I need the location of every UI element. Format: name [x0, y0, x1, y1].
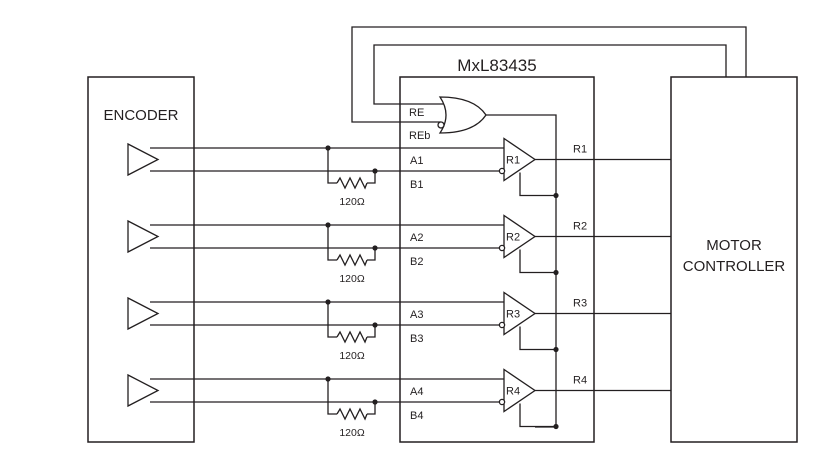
res-4-right-lead: [367, 402, 376, 415]
driver-1-triangle: [127, 142, 160, 177]
receiver-1-label: R1: [506, 155, 520, 167]
output-r2-label: R2: [573, 221, 587, 233]
driver-4-triangle: [127, 373, 160, 408]
receiver-2-label: R2: [506, 232, 520, 244]
junction-b1-dot: [372, 168, 378, 174]
res-3-left-lead: [327, 302, 337, 338]
res-4-left-lead: [327, 379, 337, 415]
enable-3-junction-dot: [553, 346, 559, 353]
enable-4-junction-dot: [553, 423, 559, 430]
res-3-right-lead: [367, 325, 376, 338]
output-r1-label: R1: [573, 144, 587, 156]
receiver-2-enable-wire: [519, 249, 556, 274]
enable-or-gate: [438, 96, 487, 134]
resistor-1-zigzag: [336, 176, 368, 190]
pin-a4-label: A4: [410, 386, 423, 398]
pin-b2-label: B2: [410, 256, 423, 268]
receiver-4-invert-bubble: [498, 398, 506, 406]
enable-2-junction-dot: [553, 269, 559, 276]
reb-enable-wire: [351, 26, 747, 123]
res-1-right-lead: [367, 171, 376, 184]
reb-pin-label: REb: [409, 130, 430, 142]
output-r4-label: R4: [573, 375, 587, 387]
receiver-4-enable-wire: [519, 403, 556, 428]
resistor-4-zigzag: [336, 407, 368, 421]
motor-controller-block: [670, 76, 798, 443]
receiver-2-triangle: [503, 214, 537, 259]
output-r3-label: R3: [573, 298, 587, 310]
receiver-1-invert-bubble: [498, 167, 506, 175]
motor-controller-label-line2: CONTROLLER: [683, 258, 786, 275]
res-2-left-lead: [327, 225, 337, 261]
receiver-3-invert-bubble: [498, 321, 506, 329]
resistor-3-zigzag: [336, 330, 368, 344]
receiver-4-label: R4: [506, 386, 520, 398]
receiver-2-invert-bubble: [498, 244, 506, 252]
pin-b1-label: B1: [410, 179, 423, 191]
resistor-4-label: 120Ω: [339, 427, 365, 439]
junction-b4-dot: [372, 399, 378, 405]
driver-2-triangle: [127, 219, 160, 254]
pin-b3-label: B3: [410, 333, 423, 345]
resistor-1-label: 120Ω: [339, 196, 365, 208]
junction-a4-dot: [325, 376, 331, 382]
motor-controller-label-line1: MOTOR: [706, 237, 762, 254]
enable-invert-bubble: [437, 121, 445, 129]
pin-a2-label: A2: [410, 232, 423, 244]
re-pin-label: RE: [409, 107, 424, 119]
pin-b4-label: B4: [410, 410, 423, 422]
res-2-right-lead: [367, 248, 376, 261]
encoder-label: ENCODER: [103, 107, 178, 124]
chip-title: MxL83435: [457, 56, 536, 75]
receiver-4-triangle: [503, 368, 537, 413]
driver-3-triangle: [127, 296, 160, 331]
junction-a2-dot: [325, 222, 331, 228]
pin-a3-label: A3: [410, 309, 423, 321]
chip-block: [399, 76, 595, 443]
res-1-left-lead: [327, 148, 337, 184]
receiver-1-triangle: [503, 137, 537, 182]
enable-1-junction-dot: [553, 192, 559, 199]
junction-a1-dot: [325, 145, 331, 151]
receiver-3-label: R3: [506, 309, 520, 321]
junction-b3-dot: [372, 322, 378, 328]
pin-a1-label: A1: [410, 155, 423, 167]
resistor-2-label: 120Ω: [339, 273, 365, 285]
receiver-3-enable-wire: [519, 326, 556, 351]
junction-a3-dot: [325, 299, 331, 305]
re-enable-wire: [373, 44, 727, 105]
resistor-2-zigzag: [336, 253, 368, 267]
receiver-3-triangle: [503, 291, 537, 336]
receiver-1-enable-wire: [519, 172, 556, 197]
junction-b2-dot: [372, 245, 378, 251]
resistor-3-label: 120Ω: [339, 350, 365, 362]
